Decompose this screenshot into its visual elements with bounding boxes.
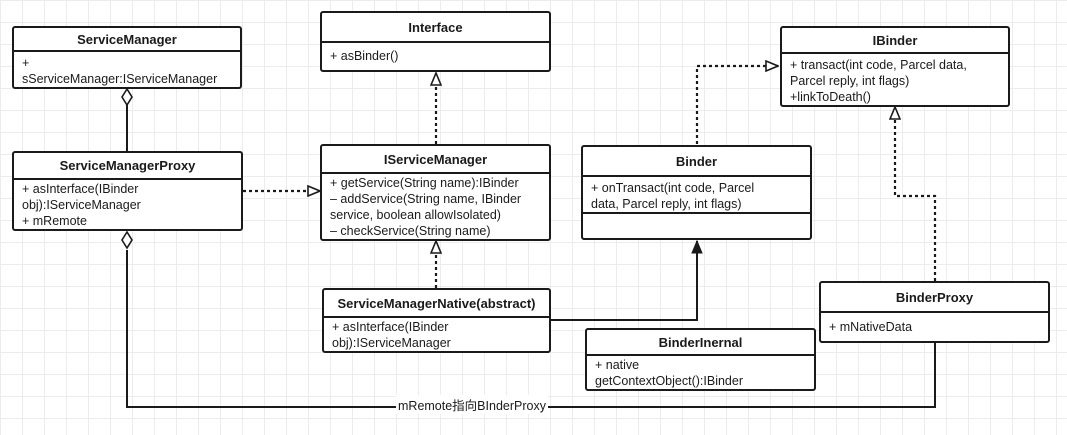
class-binder-internal[interactable]: BinderInernal + native getContextObject(… bbox=[585, 328, 816, 391]
member-line: + asInterface(IBinder bbox=[22, 182, 139, 196]
member-line: + onTransact(int code, Parcel bbox=[591, 181, 755, 195]
class-iservice-manager[interactable]: IServiceManager + getService(String name… bbox=[320, 144, 551, 241]
class-attributes: + transact(int code, Parcel data, Parcel… bbox=[782, 54, 1008, 105]
member-line: + mNativeData bbox=[829, 320, 913, 334]
member-line: +linkToDeath() bbox=[790, 90, 871, 104]
class-title: Binder bbox=[583, 147, 810, 177]
class-title: Interface bbox=[322, 13, 549, 43]
class-service-manager-proxy[interactable]: ServiceManagerProxy + asInterface(IBinde… bbox=[12, 151, 243, 231]
class-binder-proxy[interactable]: BinderProxy + mNativeData bbox=[819, 281, 1050, 343]
class-title: BinderProxy bbox=[821, 283, 1048, 313]
class-title: ServiceManager bbox=[14, 28, 240, 52]
class-attributes: + onTransact(int code, Parcel data, Parc… bbox=[583, 177, 810, 214]
member-line: obj):IServiceManager bbox=[22, 198, 141, 212]
class-title: BinderInernal bbox=[587, 330, 814, 356]
class-operations bbox=[583, 214, 810, 238]
class-attributes: + sServiceManager:IServiceManager bbox=[14, 52, 240, 87]
edge-label-mremote: mRemote指向BInderProxy bbox=[396, 395, 548, 414]
class-service-manager[interactable]: ServiceManager + sServiceManager:IServic… bbox=[12, 26, 242, 89]
member-line: + asInterface(IBinder bbox=[332, 320, 449, 334]
member-line: data, Parcel reply, int flags) bbox=[591, 197, 742, 211]
edge-native-extends-binder bbox=[551, 241, 697, 321]
member-line: – addService(String name, IBinder bbox=[330, 192, 522, 206]
class-title: IBinder bbox=[782, 28, 1008, 54]
edge-binder-realizes-ibinder bbox=[695, 66, 778, 144]
member-line: + asBinder() bbox=[330, 49, 399, 63]
member-line: + mRemote bbox=[22, 214, 87, 228]
class-attributes: + getService(String name):IBinder – addS… bbox=[322, 174, 549, 239]
member-line: + transact(int code, Parcel data, bbox=[790, 58, 967, 72]
member-line: Parcel reply, int flags) bbox=[790, 74, 910, 88]
class-service-manager-native[interactable]: ServiceManagerNative(abstract) + asInter… bbox=[322, 288, 551, 353]
class-interface[interactable]: Interface + asBinder() bbox=[320, 11, 551, 72]
class-title: ServiceManagerNative(abstract) bbox=[324, 290, 549, 318]
class-attributes: + asBinder() bbox=[322, 43, 549, 64]
member-line: service, boolean allowIsolated) bbox=[330, 208, 501, 222]
edge-binderproxy-realizes-ibinder bbox=[895, 107, 937, 281]
member-line: + getService(String name):IBinder bbox=[330, 176, 519, 190]
class-binder[interactable]: Binder + onTransact(int code, Parcel dat… bbox=[581, 145, 812, 240]
member-line: obj):IServiceManager bbox=[332, 336, 451, 350]
member-line: getContextObject():IBinder bbox=[595, 374, 743, 388]
aggregation-diamond-top bbox=[121, 87, 133, 107]
class-ibinder[interactable]: IBinder + transact(int code, Parcel data… bbox=[780, 26, 1010, 107]
class-attributes: + asInterface(IBinder obj):IServiceManag… bbox=[324, 318, 549, 351]
member-line: + bbox=[22, 56, 30, 70]
class-title: IServiceManager bbox=[322, 146, 549, 174]
class-title: ServiceManagerProxy bbox=[14, 153, 241, 180]
member-line: + native bbox=[595, 358, 640, 372]
member-line: sServiceManager:IServiceManager bbox=[22, 72, 218, 86]
class-attributes: + native getContextObject():IBinder bbox=[587, 356, 814, 389]
aggregation-diamond-bottom bbox=[121, 230, 133, 250]
member-line: – checkService(String name) bbox=[330, 224, 491, 238]
class-attributes: + asInterface(IBinder obj):IServiceManag… bbox=[14, 180, 241, 229]
class-attributes: + mNativeData bbox=[821, 313, 1048, 335]
